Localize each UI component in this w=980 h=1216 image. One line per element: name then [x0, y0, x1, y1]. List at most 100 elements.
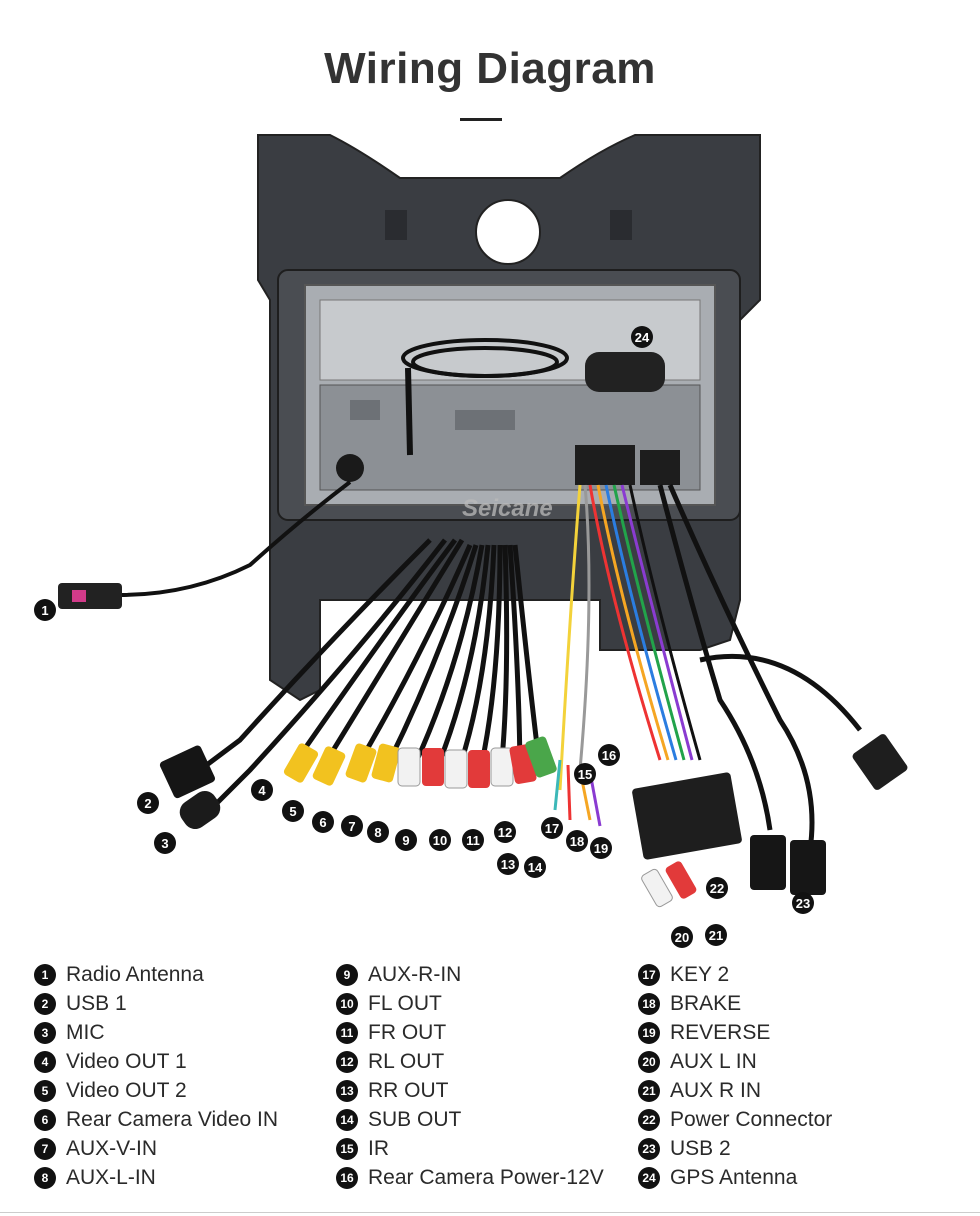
legend-label: Radio Antenna	[66, 962, 204, 986]
svg-text:2: 2	[144, 796, 151, 811]
callout-9: 9	[395, 829, 417, 851]
legend-badge: 16	[336, 1166, 358, 1189]
legend-label: Video OUT 1	[66, 1049, 187, 1073]
legend-label: RR OUT	[368, 1078, 449, 1102]
svg-text:13: 13	[501, 857, 515, 872]
legend-label: AUX-R-IN	[368, 962, 462, 986]
callout-18: 18	[566, 830, 588, 852]
callout-8: 8	[367, 821, 389, 843]
connector-block-mid	[455, 410, 515, 430]
svg-text:10: 10	[433, 833, 447, 848]
svg-text:16: 16	[602, 748, 616, 763]
usb1-plug	[159, 745, 215, 799]
dash-slot-right	[610, 210, 632, 240]
power-connector	[632, 772, 742, 860]
legend-label: FR OUT	[368, 1020, 447, 1044]
mic-plug	[179, 790, 221, 830]
legend-label: BRAKE	[670, 991, 742, 1015]
legend-badge: 19	[638, 1021, 660, 1044]
dash-slot-left	[385, 210, 407, 240]
rca-cable-bundle	[287, 538, 543, 781]
svg-text:15: 15	[578, 767, 592, 782]
svg-text:3: 3	[161, 836, 168, 851]
mic-cable	[208, 538, 447, 812]
legend-badge: 15	[336, 1137, 358, 1160]
rca-plug-aux-l-in	[641, 868, 673, 908]
gps-antenna-puck	[585, 352, 665, 392]
usb-harness-plug	[640, 450, 680, 485]
callout-7: 7	[341, 815, 363, 837]
legend-badge: 12	[336, 1050, 358, 1073]
callout-15: 15	[574, 763, 596, 785]
legend-item: 3 MIC	[34, 1018, 334, 1047]
legend-item: 19 REVERSE	[638, 1018, 938, 1047]
callout-13: 13	[497, 853, 519, 875]
usb1-cable	[198, 538, 432, 772]
callout-20: 20	[671, 926, 693, 948]
legend-badge: 21	[638, 1079, 660, 1102]
legend-item: 13 RR OUT	[336, 1076, 636, 1105]
svg-text:9: 9	[402, 833, 409, 848]
svg-text:6: 6	[319, 815, 326, 830]
svg-text:17: 17	[545, 821, 559, 836]
callout-5: 5	[282, 800, 304, 822]
callout-21: 21	[705, 924, 727, 946]
radio-antenna-connector	[58, 583, 122, 609]
svg-text:8: 8	[374, 825, 381, 840]
radio-antenna-cable	[119, 480, 352, 597]
rca-plug-aux-l	[397, 747, 421, 787]
rca-plug-fl	[444, 749, 468, 789]
callout-11: 11	[462, 829, 484, 851]
callout-1: 1	[34, 599, 56, 621]
legend-label: REVERSE	[670, 1020, 771, 1044]
legend-label: SUB OUT	[368, 1107, 462, 1131]
callout-3: 3	[154, 832, 176, 854]
radio-antenna-whip	[405, 367, 413, 456]
rca-plug-video-out-1	[283, 743, 319, 783]
callout-6: 6	[312, 811, 334, 833]
usb2-plug-b	[790, 840, 826, 895]
legend-label: AUX L IN	[670, 1049, 757, 1073]
legend-label: MIC	[66, 1020, 105, 1044]
callout-16: 16	[598, 744, 620, 766]
callout-12: 12	[494, 821, 516, 843]
legend-badge: 2	[34, 992, 56, 1015]
usb2-cable	[657, 484, 773, 831]
callout-24: 24	[631, 326, 653, 348]
legend-badge: 17	[638, 963, 660, 986]
legend-badge: 13	[336, 1079, 358, 1102]
legend-badge: 7	[34, 1137, 56, 1160]
legend-label: FL OUT	[368, 991, 442, 1015]
svg-text:7: 7	[348, 819, 355, 834]
svg-text:11: 11	[466, 833, 480, 848]
dash-panel-hole	[475, 199, 541, 265]
rca-plug-aux-r	[422, 748, 444, 786]
watermark-text: Seicane	[462, 495, 553, 522]
svg-text:19: 19	[594, 841, 608, 856]
rca-plug-aux-r-in	[665, 861, 697, 899]
callout-10: 10	[429, 829, 451, 851]
rca-plug-fr	[468, 750, 490, 788]
legend-label: KEY 2	[670, 962, 730, 986]
head-unit-back-panel	[319, 384, 701, 491]
legend-badge: 14	[336, 1108, 358, 1131]
page-title: Wiring Diagram	[324, 44, 656, 93]
svg-text:24: 24	[635, 330, 650, 345]
rca-plug-aux-v	[371, 743, 401, 783]
callout-2: 2	[137, 792, 159, 814]
svg-text:12: 12	[498, 825, 512, 840]
svg-text:18: 18	[570, 834, 584, 849]
legend-badge: 3	[34, 1021, 56, 1044]
svg-text:20: 20	[675, 930, 689, 945]
